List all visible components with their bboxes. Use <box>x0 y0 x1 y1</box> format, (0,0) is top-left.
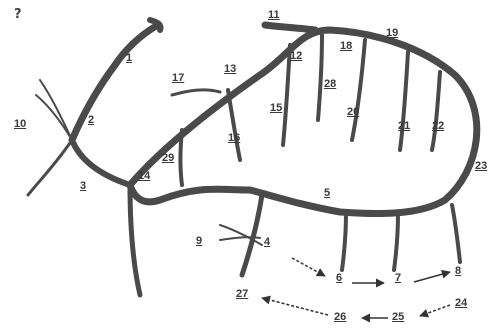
label-18: 18 <box>340 40 352 52</box>
vessel-11 <box>265 25 315 30</box>
arrow-24-25 <box>420 305 450 316</box>
vessel-29 <box>181 130 183 185</box>
label-12: 12 <box>290 50 302 62</box>
label-27: 27 <box>236 288 248 300</box>
label-8: 8 <box>455 265 461 277</box>
label-7: 7 <box>395 272 401 284</box>
label-15: 15 <box>270 102 282 114</box>
label-14: 14 <box>138 170 150 182</box>
label-24: 24 <box>455 297 467 309</box>
label-25: 25 <box>392 311 404 323</box>
label-16: 16 <box>228 132 240 144</box>
vessel-13 <box>228 90 240 160</box>
corner-mark: ? <box>14 7 22 22</box>
label-10: 10 <box>14 118 26 130</box>
arrow-7-8 <box>414 272 450 282</box>
label-11: 11 <box>268 9 280 21</box>
label-3: 3 <box>80 180 86 192</box>
vessel-3 <box>28 140 72 195</box>
arrow-26-27 <box>262 298 328 315</box>
vessel-17 <box>172 90 220 95</box>
label-17: 17 <box>172 72 184 84</box>
label-4: 4 <box>264 236 270 248</box>
label-6: 6 <box>336 272 342 284</box>
label-28: 28 <box>324 78 336 90</box>
label-2: 2 <box>88 114 94 126</box>
arrow-4-6 <box>292 258 325 276</box>
label-29: 29 <box>162 152 174 164</box>
label-19: 19 <box>386 27 398 39</box>
label-13: 13 <box>224 63 236 75</box>
label-9: 9 <box>196 235 202 247</box>
label-21: 21 <box>398 120 410 132</box>
vessel-10 <box>36 80 72 140</box>
vessel-2 <box>72 140 130 185</box>
label-26: 26 <box>334 311 346 323</box>
label-20: 20 <box>347 106 359 118</box>
label-22: 22 <box>432 120 444 132</box>
label-23: 23 <box>475 160 487 172</box>
label-1: 1 <box>126 52 132 64</box>
vessel-1 <box>72 25 158 140</box>
label-5: 5 <box>324 187 330 199</box>
